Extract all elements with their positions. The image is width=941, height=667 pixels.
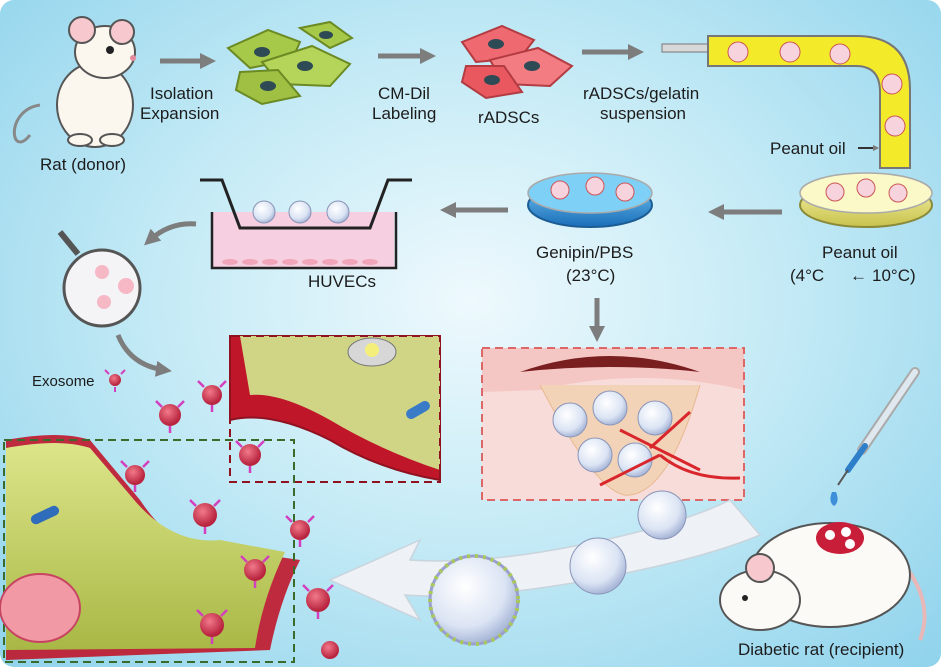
return-arrow [328,499,762,622]
peanut-oil-dish-illustration [799,172,933,228]
label-huvecs: HUVECs [308,272,377,291]
label-cm-dil: CM-Dil [378,84,430,103]
process-arrows-middle [115,201,782,377]
label-radscs-gelatin: rADSCs/gelatin [583,84,700,103]
label-peanut-oil-dish: Peanut oil [822,243,898,262]
radscs-cells-illustration [460,24,574,100]
exosome-icon [104,369,126,392]
genipin-dish-illustration [527,172,653,228]
label-temp-high: 10°C) [872,266,916,285]
wound-skin-panel [481,347,745,501]
syringe-tube-illustration [661,35,911,169]
label-radscs: rADSCs [478,108,540,127]
isolated-cells-illustration [226,20,354,106]
syringe-icon [830,367,920,506]
label-exosome: Exosome [32,373,95,390]
label-expansion: Expansion [140,104,220,123]
label-temp-low: (4°C [790,266,825,285]
label-suspension: suspension [600,104,687,123]
donor-rat-illustration [12,16,136,148]
label-diabetic-rat: Diabetic rat (recipient) [738,640,905,659]
label-genipin-temp: (23°C) [566,266,616,285]
process-arrows-top [160,43,645,70]
label-rat-donor: Rat (donor) [40,155,126,174]
transwell-illustration [200,178,412,270]
label-genipin: Genipin/PBS [536,243,634,262]
magnifier-icon [57,230,142,328]
magnified-spheres [428,490,687,646]
label-peanut-oil-tube: Peanut oil [770,139,846,158]
recipient-rat-illustration [719,522,927,641]
exosome-particles [120,380,339,659]
label-isolation: Isolation [150,84,214,103]
cell-uptake-panel [0,335,441,663]
arrow-left-glyph: ← [850,266,867,285]
label-labeling: Labeling [372,104,437,123]
